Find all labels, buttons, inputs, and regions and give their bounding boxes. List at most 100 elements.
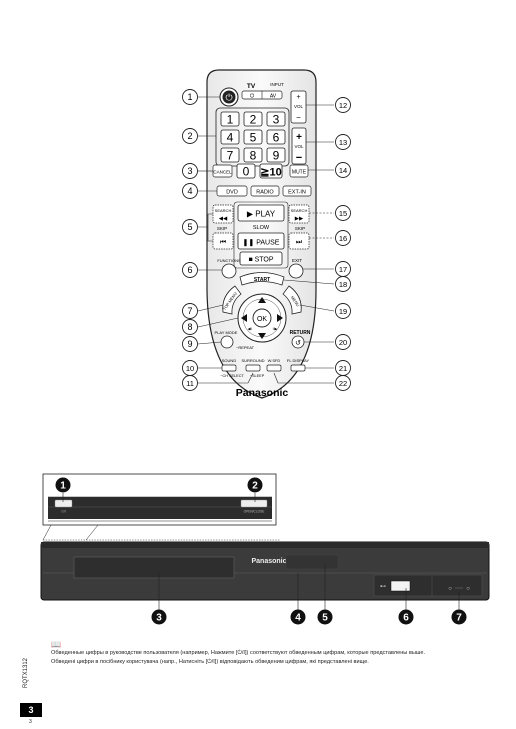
digit-8-label: 8 <box>250 149 257 163</box>
ext-in-button[interactable] <box>282 185 312 197</box>
remote-callout-17-label: 17 <box>339 265 347 274</box>
pause-button[interactable] <box>237 232 285 250</box>
digit-4-label: 4 <box>227 131 234 145</box>
disc-tray[interactable] <box>73 556 235 579</box>
unit-callout-2 <box>247 477 263 493</box>
remote-callout-9-label: 9 <box>187 339 192 349</box>
remote-callout-21-label: 21 <box>339 364 347 373</box>
av-label: AV <box>270 94 277 100</box>
remote-callout-5 <box>182 219 198 235</box>
remote-callout-6-label: 6 <box>187 265 192 275</box>
sound-button[interactable] <box>221 364 237 372</box>
remote-callout-2-label: 2 <box>187 131 192 141</box>
remote-callout-14 <box>335 162 351 178</box>
digit-2-button[interactable] <box>243 111 263 127</box>
unit-callout-4 <box>290 609 306 625</box>
book-icon: 📖 <box>51 640 61 649</box>
power-switch[interactable] <box>54 499 73 508</box>
arrow-left-icon[interactable] <box>241 314 247 322</box>
w-sfd-label: W.SFD <box>268 358 281 363</box>
remote-callout-3 <box>182 163 198 179</box>
remote-callout-7-label: 7 <box>187 306 192 316</box>
page-number-small: 3 <box>29 719 32 725</box>
ok-label: OK <box>257 316 267 323</box>
ten-plus-label: ≧10 <box>260 167 281 179</box>
digit-6-button[interactable] <box>266 129 286 145</box>
unit-callout-6 <box>398 609 414 625</box>
digit-6-label: 6 <box>273 131 280 145</box>
unit-callout-5-label: 5 <box>322 613 328 624</box>
arrow-right-icon[interactable] <box>277 314 283 322</box>
indicator-led-left: ○ <box>448 586 452 592</box>
remote-callout-13-label: 13 <box>339 138 347 147</box>
digit-7-label: 7 <box>227 149 234 163</box>
digit-3-button[interactable] <box>266 111 286 127</box>
input-av-button[interactable] <box>263 92 281 98</box>
arrow-down-icon[interactable] <box>258 333 266 339</box>
digit-0-button[interactable] <box>236 163 256 179</box>
sound-label: SOUND <box>222 358 237 363</box>
rewind-icon: ◀◀ <box>219 216 228 222</box>
remote-callout-9 <box>182 336 198 352</box>
footnote-ukrainian: Обведені цифри в посібнику користувача (… <box>51 658 369 665</box>
remote-callout-15 <box>335 205 351 221</box>
digit-7-button[interactable] <box>220 147 240 163</box>
stop-button[interactable] <box>239 251 283 266</box>
open-close-button[interactable] <box>240 499 268 508</box>
arrow-up-icon[interactable] <box>258 297 266 303</box>
search-forward-button[interactable] <box>288 204 310 224</box>
unit-callout-6-label: 6 <box>403 613 409 624</box>
radio-button[interactable] <box>250 185 280 197</box>
digit-8-button[interactable] <box>243 147 263 163</box>
tv-vol-plus-label: + <box>296 94 300 101</box>
usb-port[interactable] <box>390 580 411 592</box>
unit-callout-4-label: 4 <box>295 613 301 624</box>
digit-9-button[interactable] <box>266 147 286 163</box>
unit-callout-2-label: 2 <box>252 481 258 492</box>
remote-callout-22 <box>335 375 351 391</box>
play-button[interactable] <box>237 204 285 222</box>
surround-label: SURROUND <box>241 358 264 363</box>
ok-button[interactable] <box>252 308 272 328</box>
tv-power-button[interactable] <box>243 92 261 98</box>
ten-plus-button[interactable] <box>259 163 283 179</box>
surround-button[interactable] <box>245 364 261 372</box>
tv-vol-rocker[interactable] <box>290 90 307 124</box>
skip-left-label: SKIP <box>217 226 227 231</box>
remote-callout-5-label: 5 <box>187 222 192 232</box>
play-label: ▶ PLAY <box>247 210 276 219</box>
digit-4-button[interactable] <box>220 129 240 145</box>
top-menu-button[interactable] <box>222 285 242 315</box>
unit-callout-7-label: 7 <box>456 613 462 624</box>
slow-right-icon: II▶ <box>273 327 279 331</box>
vol-minus-label: − <box>296 152 302 164</box>
skip-next-button[interactable] <box>288 232 310 250</box>
remote-callout-18 <box>335 276 351 292</box>
vol-rocker[interactable] <box>291 127 307 165</box>
fl-display-button[interactable] <box>290 364 306 372</box>
usb-icon: ⊷ <box>380 584 386 590</box>
digit-2-label: 2 <box>250 113 257 127</box>
start-button[interactable] <box>239 272 285 286</box>
remote-callout-2 <box>182 128 198 144</box>
menu-button[interactable] <box>282 285 302 315</box>
remote-callout-13 <box>335 134 351 150</box>
tv-vol-minus-label: − <box>296 113 301 122</box>
functions-label: FUNCTIONS <box>217 258 241 263</box>
remote-callout-20-label: 20 <box>339 338 347 347</box>
digit-5-button[interactable] <box>243 129 263 145</box>
ch-select-label: ~CH SELECT <box>220 374 244 378</box>
play-mode-button[interactable] <box>220 335 234 349</box>
remote-callout-11 <box>182 375 198 391</box>
functions-button[interactable] <box>221 263 237 279</box>
mute-button[interactable] <box>289 164 309 178</box>
exit-button[interactable] <box>288 263 304 279</box>
tv-power-icon: ⏻ <box>250 93 255 100</box>
exit-label: EXIT <box>292 258 302 263</box>
return-icon: ↺ <box>295 340 301 347</box>
digit-1-button[interactable] <box>220 111 240 127</box>
w-sfd-button[interactable] <box>266 364 282 372</box>
remote-callout-15-label: 15 <box>339 209 347 218</box>
